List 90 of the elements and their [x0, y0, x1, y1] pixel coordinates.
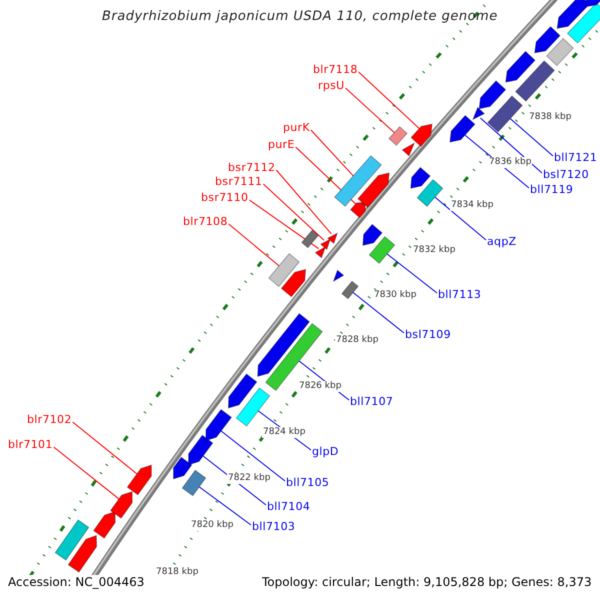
- gene-block: [327, 232, 338, 244]
- gene-label: bsr7111: [215, 175, 262, 189]
- leader-line: [248, 200, 320, 250]
- scale-label: 7822 kbp: [227, 473, 272, 484]
- gene-block: [410, 166, 431, 189]
- gene-block: [410, 124, 432, 147]
- gene-label: bsr7110: [201, 191, 248, 205]
- gene-block: [68, 535, 97, 573]
- gene-box: [236, 387, 270, 427]
- gene-box: [54, 519, 90, 561]
- gene-block: [478, 80, 506, 110]
- gene-box: [388, 126, 408, 146]
- gene-label: blr7102: [27, 413, 72, 427]
- gene-box: [546, 38, 574, 66]
- gene-label: aqpZ: [487, 235, 516, 249]
- gene-block: [332, 270, 344, 282]
- gene-label: bll7121: [554, 151, 598, 165]
- gene-label: bsr7112: [228, 161, 276, 175]
- gene-block: [362, 224, 383, 246]
- gene-block: [280, 268, 306, 298]
- gene-box: [566, 2, 600, 44]
- gene-box: [487, 95, 523, 133]
- scale-label: 7838 kbp: [528, 112, 572, 123]
- gene-block: [350, 202, 366, 218]
- gene-block: [93, 511, 116, 539]
- gene-box: [515, 60, 555, 102]
- gene-block: [173, 456, 192, 480]
- diagram-title: Bradyrhizobium japonicum USDA 110, complete genome: [102, 9, 498, 24]
- gene-label: purE: [268, 138, 295, 152]
- scale-label: 7828 kbp: [335, 335, 380, 346]
- leader-line: [386, 254, 438, 294]
- gene-box: [334, 155, 382, 207]
- gene-label: glpD: [312, 445, 339, 459]
- gene-label: bsl7120: [543, 168, 589, 182]
- scale-label: 7818 kbp: [155, 567, 200, 578]
- leader-line: [262, 184, 325, 241]
- gene-block: [402, 142, 416, 157]
- accession-text: Accession: NC_004463: [8, 575, 144, 590]
- scale-label: 7834 kbp: [450, 200, 494, 211]
- gene-label: bll7113: [438, 288, 482, 302]
- leader-line: [352, 292, 404, 334]
- leader-line: [345, 88, 395, 134]
- gene-label: blr7101: [8, 438, 53, 452]
- gene-label: purK: [283, 121, 310, 135]
- gene-block: [534, 26, 561, 54]
- gene-block: [257, 313, 310, 377]
- gene-block: [505, 50, 536, 83]
- scale-label: 7820 kbp: [190, 520, 234, 531]
- scale-label: 7830 kbp: [373, 290, 418, 301]
- gene-block: [126, 464, 152, 496]
- gene-label: bll7103: [252, 520, 296, 534]
- gene-label: blr7118: [313, 63, 358, 77]
- scale-label: 7836 kbp: [488, 157, 532, 168]
- scale-label: 7824 kbp: [262, 427, 306, 438]
- gene-block: [585, 0, 600, 8]
- gene-label: bll7104: [267, 500, 310, 514]
- leader-line: [358, 72, 420, 130]
- gene-block: [205, 408, 232, 442]
- gene-block: [110, 491, 133, 519]
- gene-label: rpsU: [318, 79, 344, 93]
- leader-line: [228, 224, 280, 266]
- gene-box: [368, 236, 396, 264]
- leader-line: [53, 446, 120, 500]
- gene-label: bll7107: [350, 395, 394, 409]
- scale-label: 7826 kbp: [298, 381, 342, 392]
- gene-box: [341, 280, 359, 300]
- gene-block: [188, 434, 214, 466]
- gene-box: [265, 322, 323, 392]
- gene-box: [268, 252, 300, 288]
- leader-line: [72, 422, 138, 474]
- gene-label: blr7108: [183, 215, 228, 229]
- gene-block: [450, 114, 476, 143]
- gene-box: [416, 179, 444, 207]
- gene-box: [182, 470, 206, 496]
- leader-line: [310, 130, 354, 176]
- scale-label: 7832 kbp: [412, 245, 456, 256]
- leader-line: [434, 196, 486, 240]
- genome-info-text: Topology: circular; Length: 9,105,828 bp; Genes: 8,373: [262, 575, 592, 590]
- gene-block: [228, 373, 258, 409]
- leader-line: [276, 170, 332, 234]
- leader-line: [198, 486, 252, 526]
- gene-box: [301, 230, 319, 248]
- gene-label: bsl7109: [405, 328, 451, 342]
- leader-line: [220, 430, 286, 482]
- gene-block: [314, 246, 326, 258]
- gene-label: bll7105: [286, 476, 330, 490]
- gene-label: bll7119: [530, 183, 574, 197]
- leader-line: [510, 118, 554, 156]
- leader-line: [480, 118, 542, 174]
- gene-block: [357, 172, 390, 208]
